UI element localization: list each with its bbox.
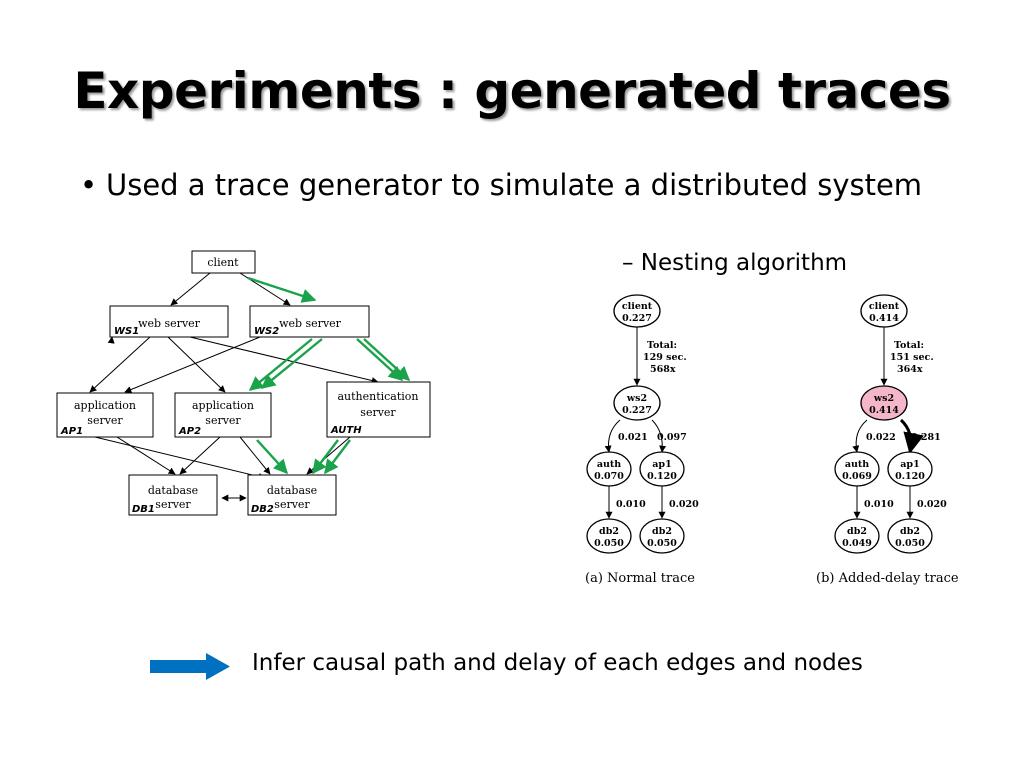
conclusion-text: Infer causal path and delay of each edge… [252,650,863,676]
architecture-diagram: client web server WS1 web server WS2 app… [56,250,431,516]
delay-trace-caption: (b) Added-delay trace [816,571,959,586]
svg-text:0.227: 0.227 [622,313,652,324]
delay-node-db2-left: db2 0.049 [834,518,880,554]
normal-edge-ap1-db2: 0.020 [669,499,699,510]
slide-title: Experiments : generated traces [73,62,951,120]
delay-node-client: client 0.414 [860,294,908,328]
svg-text:client: client [869,301,900,312]
box-database-server-2: database server DB2 [247,474,337,516]
normal-trace-edges [604,327,667,519]
svg-text:database: database [267,484,317,497]
svg-text:0.050: 0.050 [594,538,624,549]
svg-text:151 sec.: 151 sec. [890,352,934,363]
svg-text:0.050: 0.050 [647,538,677,549]
delay-edge-auth-db2: 0.010 [864,499,894,510]
svg-text:client: client [207,256,239,269]
svg-text:application: application [192,399,254,412]
svg-text:server: server [274,498,310,511]
svg-text:ap1: ap1 [652,459,671,470]
bullet-item: •Used a trace generator to simulate a di… [80,168,922,202]
svg-text:0.227: 0.227 [622,405,652,416]
box-web-server-1: web server WS1 [109,305,229,338]
svg-text:server: server [360,406,396,419]
normal-node-ws2: ws2 0.227 [613,385,661,421]
svg-text:0.120: 0.120 [895,471,925,482]
delay-trace-tree: client 0.414 Total: 151 sec. 364x ws2 0.… [816,294,959,586]
box-client: client [191,250,256,274]
delay-edge-ws2-ap1: 0.281 [911,432,941,443]
svg-text:AUTH: AUTH [330,425,362,436]
svg-text:db2: db2 [652,526,672,537]
delay-node-ws2-highlighted: ws2 0.414 [860,385,908,421]
normal-trace-tree: client 0.227 Total: 129 sec. 568x ws2 0.… [585,294,699,586]
svg-text:server: server [205,414,241,427]
svg-text:WS1: WS1 [114,326,139,337]
delay-total-label: Total: 151 sec. 364x [890,340,934,375]
svg-text:0.049: 0.049 [842,538,872,549]
svg-text:ap1: ap1 [900,459,919,470]
box-authentication-server: authentication server AUTH [326,381,431,438]
svg-text:web server: web server [138,317,201,330]
svg-text:database: database [148,484,198,497]
box-application-server-2: application server AP2 [174,392,272,438]
normal-node-auth: auth 0.070 [586,451,632,487]
highlighted-path [247,276,411,475]
normal-edge-ws2-ap1: 0.097 [657,432,687,443]
svg-text:568x: 568x [650,364,676,375]
svg-text:db2: db2 [599,526,619,537]
svg-text:auth: auth [845,459,869,470]
svg-text:0.070: 0.070 [594,471,624,482]
normal-node-client: client 0.227 [613,294,661,328]
normal-trace-caption: (a) Normal trace [585,571,695,586]
svg-text:0.050: 0.050 [895,538,925,549]
svg-text:Total:: Total: [647,340,677,351]
delay-node-auth: auth 0.069 [834,451,880,487]
svg-text:db2: db2 [900,526,920,537]
svg-text:ws2: ws2 [626,393,647,404]
svg-text:ws2: ws2 [873,393,894,404]
normal-total-label: Total: 129 sec. 568x [643,340,687,375]
delay-node-db2-right: db2 0.050 [887,518,933,554]
delay-edge-ap1-db2: 0.020 [917,499,947,510]
delay-node-ap1: ap1 0.120 [887,451,933,487]
svg-text:0.069: 0.069 [842,471,872,482]
svg-text:web server: web server [279,317,342,330]
normal-edge-ws2-auth: 0.021 [618,432,648,443]
svg-text:client: client [622,301,653,312]
svg-text:WS2: WS2 [254,326,279,337]
svg-text:Total:: Total: [894,340,924,351]
svg-text:server: server [155,498,191,511]
svg-text:auth: auth [597,459,621,470]
bullet-dot: • [80,168,98,202]
normal-node-db2-left: db2 0.050 [586,518,632,554]
svg-text:authentication: authentication [337,390,418,403]
svg-text:server: server [87,414,123,427]
svg-text:0.414: 0.414 [869,405,899,416]
svg-text:AP2: AP2 [178,426,201,437]
normal-node-db2-right: db2 0.050 [639,518,685,554]
svg-text:364x: 364x [897,364,923,375]
delay-trace-edges [852,327,924,519]
delay-edge-ws2-auth: 0.022 [866,432,896,443]
svg-text:DB1: DB1 [132,504,155,515]
box-application-server-1: application server AP1 [56,392,154,438]
svg-text:application: application [74,399,136,412]
svg-text:DB2: DB2 [251,504,274,515]
svg-text:db2: db2 [847,526,867,537]
normal-edge-auth-db2: 0.010 [616,499,646,510]
box-database-server-1: database server DB1 [128,474,218,516]
svg-text:129 sec.: 129 sec. [643,352,687,363]
box-web-server-2: web server WS2 [249,305,370,338]
normal-node-ap1: ap1 0.120 [639,451,685,487]
sub-bullet: – Nesting algorithm [622,250,848,276]
svg-text:AP1: AP1 [60,426,83,437]
svg-text:0.414: 0.414 [869,313,899,324]
bullet-text: Used a trace generator to simulate a dis… [106,168,923,202]
svg-text:0.120: 0.120 [647,471,677,482]
right-arrow-icon [150,653,230,680]
